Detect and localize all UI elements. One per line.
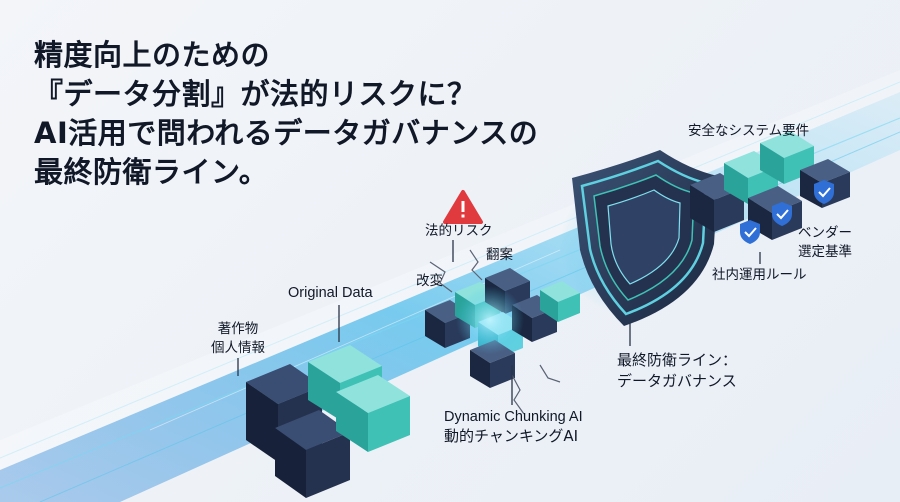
headline-line-1: 精度向上のための [34, 38, 271, 72]
warning-icon [443, 190, 483, 224]
label-vendor-criteria: ベンダー 選定基準 [790, 224, 860, 262]
label-selection-criteria: 選定基準 [798, 244, 852, 260]
data-block-teal [308, 345, 410, 452]
chunk-fragments [425, 268, 580, 388]
label-adaptation: 翻案 [486, 247, 513, 263]
label-defense-line-1: 最終防衛ライン： [617, 351, 738, 369]
label-defense-line: 最終防衛ライン： データガバナンス [617, 350, 737, 392]
shield-icon [560, 150, 718, 326]
label-dynamic-chunking-jp: 動的チャンキングAI [444, 427, 579, 445]
label-internal-rules: 社内運用ルール [712, 267, 807, 283]
label-secure-requirements: 安全なシステム要件 [688, 123, 810, 139]
label-tampering: 改変 [416, 273, 443, 289]
label-copyright: 著作物 [217, 321, 259, 337]
data-block-dark [246, 364, 350, 498]
label-copyright-personal: 著作物 個人情報 [206, 320, 270, 358]
headline-line-2: 『データ分割』が法的リスクに？ [34, 77, 477, 111]
check-icon [740, 180, 834, 244]
label-defense-line-2: データガバナンス [617, 372, 737, 390]
label-original-data: Original Data [288, 285, 373, 301]
label-legal-risk: 法的リスク [425, 223, 493, 239]
headline-line-4: 最終防衛ライン。 [34, 155, 269, 189]
crack-lines [429, 249, 561, 415]
connector-lines [237, 240, 761, 405]
headline: 精度向上のための 『データ分割』が法的リスクに？ AI活用で問われるデータガバナ… [34, 36, 539, 192]
label-dynamic-chunking-en: Dynamic Chunking AI [444, 409, 583, 425]
headline-line-3: AI活用で問われるデータガバナンスの [34, 116, 539, 150]
label-vendor: ベンダー [798, 225, 852, 241]
label-personal-info: 個人情報 [211, 340, 265, 356]
